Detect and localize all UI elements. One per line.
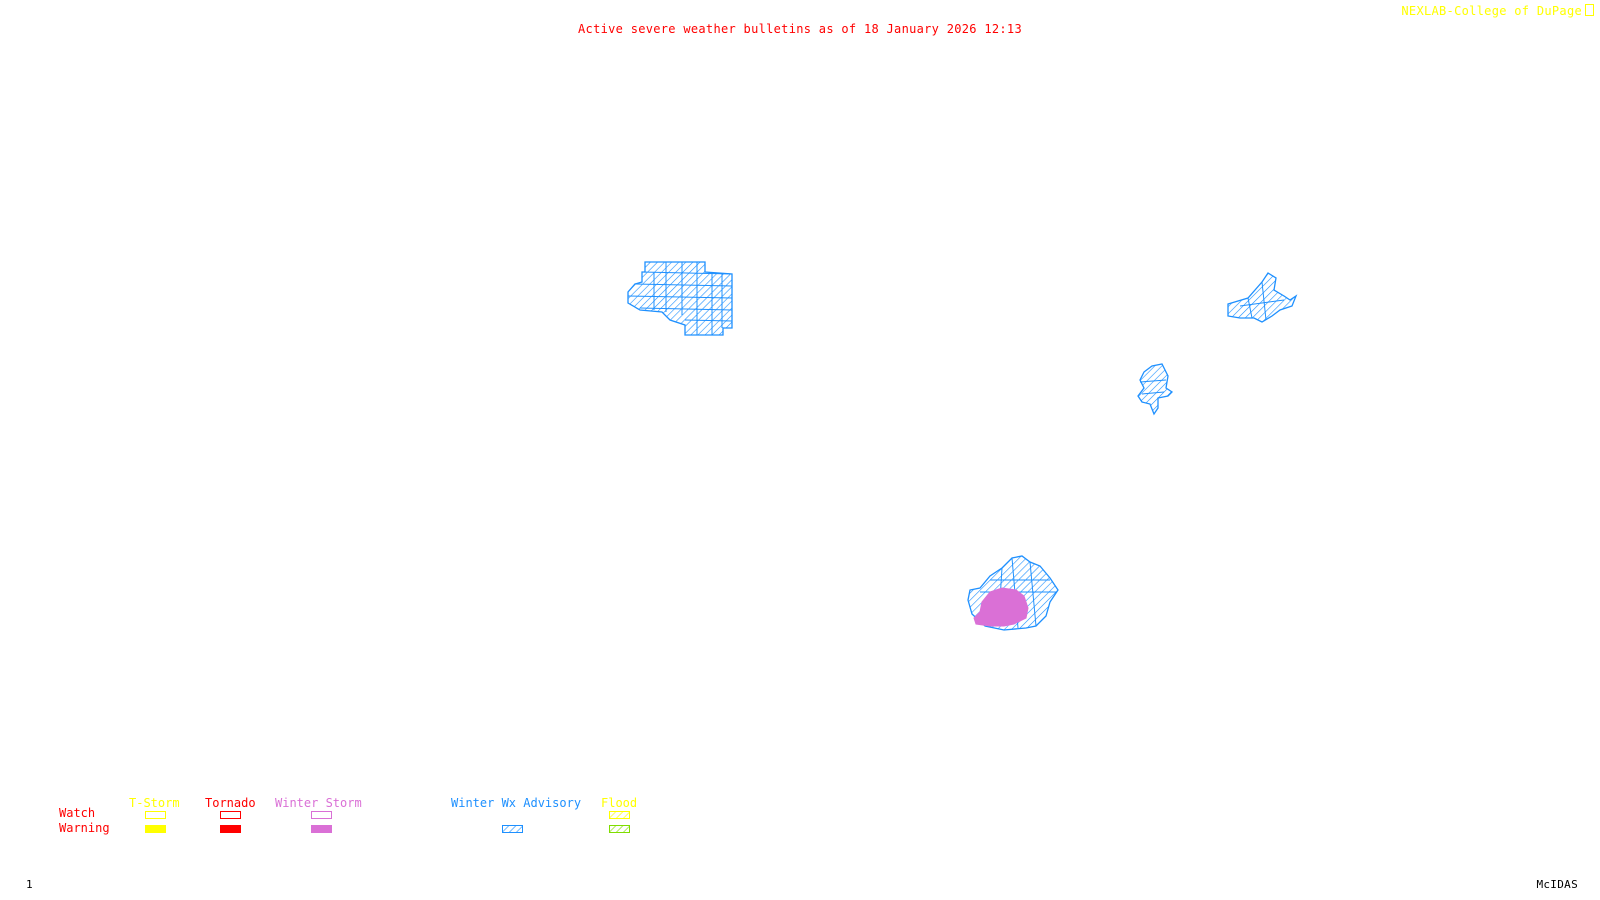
credit-label: NEXLAB-College of DuPage bbox=[1401, 4, 1594, 18]
legend-flood-label: Flood bbox=[601, 796, 638, 810]
upper-midwest-advisory bbox=[627, 261, 733, 336]
frame-number: 1 bbox=[26, 878, 33, 891]
map-title: Active severe weather bulletins as of 18… bbox=[578, 22, 1022, 36]
legend-tstorm-watch-swatch bbox=[145, 811, 166, 819]
legend-row-watch-label: Watch bbox=[59, 806, 96, 820]
legend-tornado-warning-swatch bbox=[220, 825, 241, 833]
southeast-winter-storm-warning bbox=[973, 587, 1029, 627]
legend-winter-storm-watch-swatch bbox=[311, 811, 332, 819]
legend-winter-wx-advisory-warning-swatch bbox=[502, 825, 523, 833]
new-england-advisory bbox=[1227, 272, 1298, 323]
legend-winter-wx-advisory-label: Winter Wx Advisory bbox=[451, 796, 582, 810]
legend-flood-warning-swatch bbox=[609, 825, 630, 833]
credit-text: NEXLAB-College of DuPage bbox=[1401, 4, 1582, 18]
software-label: McIDAS bbox=[1536, 878, 1578, 891]
legend-winter-storm-warning-swatch bbox=[311, 825, 332, 833]
mid-atlantic-advisory bbox=[1137, 363, 1174, 416]
legend-row-warning-label: Warning bbox=[59, 821, 110, 835]
nexlab-logo-icon bbox=[1585, 4, 1594, 16]
legend-tornado-watch-swatch bbox=[220, 811, 241, 819]
legend-tstorm-warning-swatch bbox=[145, 825, 166, 833]
legend-tornado-label: Tornado bbox=[205, 796, 256, 810]
legend-winter-storm-label: Winter Storm bbox=[275, 796, 362, 810]
legend-tstorm-label: T-Storm bbox=[129, 796, 180, 810]
legend-flood-watch-swatch bbox=[609, 811, 630, 819]
